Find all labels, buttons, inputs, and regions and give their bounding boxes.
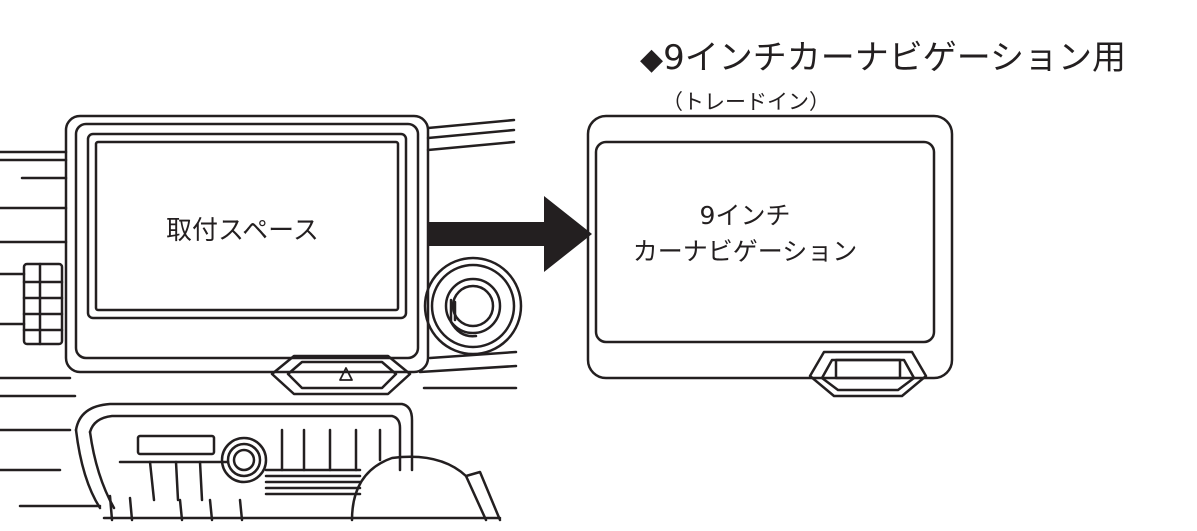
dashboard-illustration	[0, 118, 523, 522]
triangle-icon	[339, 367, 353, 381]
navigation-unit	[586, 114, 954, 398]
subtitle: （トレードイン）	[662, 90, 830, 114]
mounting-space-label: 取付スペース	[166, 216, 319, 246]
title-text: 9インチカーナビゲーション用	[663, 38, 1127, 78]
diamond-icon: ◆	[640, 42, 664, 77]
left-display-unit	[64, 114, 430, 396]
navigation-label: 9インチ カーナビゲーション	[620, 198, 870, 270]
arrow-right-icon	[428, 196, 592, 272]
page-title: ◆9インチカーナビゲーション用	[640, 30, 1126, 79]
navigation-label-line1: 9インチ	[699, 201, 791, 230]
navigation-label-line2: カーナビゲーション	[632, 237, 858, 266]
